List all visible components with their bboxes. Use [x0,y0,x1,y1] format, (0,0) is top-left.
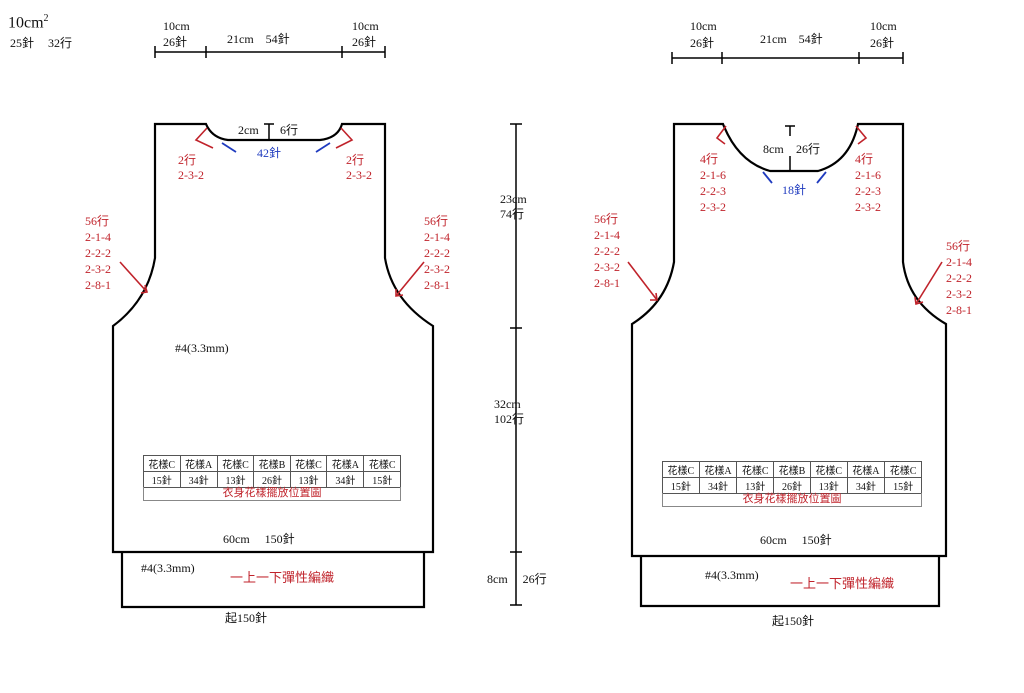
pattern-header: 花樣C [289,455,328,472]
front-pattern-caption: 衣身花樣擺放位置圖 [143,487,401,501]
pattern-header: 花樣C [736,461,775,478]
back-rib-needle: #4(3.3mm) [705,568,759,582]
back-shoulder-left-cm: 10cm [690,19,717,33]
back-neck-width: 21cm 54針 [760,32,823,46]
pattern-count: 13針 [216,471,255,488]
pattern-count: 13針 [736,477,775,494]
pattern-header: 花樣C [216,455,255,472]
back-neck-blue-ticks [762,171,827,184]
pattern-header: 花樣A [846,461,886,478]
front-neck-red-marks [194,127,354,149]
pattern-header: 花樣A [326,455,365,472]
front-rib-outline [120,552,426,609]
front-pattern-table: 花樣C 花樣A 花樣C 花樣B 花樣C 花樣A 花樣C 15針 34針 13針 … [143,455,401,488]
pattern-header: 花樣B [773,461,811,478]
pattern-count: 13針 [809,477,848,494]
pattern-header: 花樣C [884,461,922,478]
pattern-header: 花樣B [253,455,291,472]
pattern-count: 34針 [846,477,886,494]
back-width: 60cm 150針 [760,533,832,547]
front-needle-size: #4(3.3mm) [175,341,229,355]
front-shoulder-right-cm: 10cm [352,19,379,33]
back-shoulder-right-cm: 10cm [870,19,897,33]
front-shoulder-left-sts: 26針 [163,35,188,49]
pattern-header: 花樣C [143,455,181,472]
front-rib-needle: #4(3.3mm) [141,561,195,575]
front-armhole-arrows [119,261,425,297]
pattern-count: 26針 [773,477,811,494]
front-neck-width: 21cm 54針 [227,32,290,46]
pattern-count: 15針 [662,477,700,494]
back-shoulder-left-sts: 26針 [690,36,715,50]
pattern-header: 花樣C [809,461,848,478]
pattern-header: 花樣C [363,455,401,472]
front-shoulder-left-cm: 10cm [163,19,190,33]
front-shoulder-right-sts: 26針 [352,35,377,49]
pattern-header: 花樣C [662,461,700,478]
top-dimension-left-piece [154,46,386,58]
front-neck-marker [264,123,274,140]
back-neck-marker [785,125,795,171]
back-cast-on: 起150針 [772,614,815,628]
rib-height: 8cm 26行 [487,572,547,586]
pattern-count: 15針 [363,471,401,488]
pattern-count: 13針 [289,471,328,488]
front-body-outline [111,122,435,554]
back-body-outline [630,122,948,558]
front-rib-label: 一上一下彈性編織 [230,570,335,585]
top-dimension-right-piece [671,52,904,64]
back-shoulder-right-sts: 26針 [870,36,895,50]
vertical-dimension-line [510,123,522,606]
gauge-area: 10cm2 [8,13,49,32]
pattern-count: 15針 [143,471,181,488]
pattern-count: 15針 [884,477,922,494]
back-pattern-caption: 衣身花樣擺放位置圖 [662,493,922,507]
front-neck-depth-cm: 2cm [238,123,259,137]
back-pattern-table: 花樣C 花樣A 花樣C 花樣B 花樣C 花樣A 花樣C 15針 34針 13針 … [662,461,922,494]
front-neck-stitches: 42針 [257,146,282,160]
pattern-header: 花樣A [698,461,738,478]
gauge-stitches: 25針 [10,36,35,50]
back-rib-label: 一上一下彈性編織 [790,576,895,591]
back-neck-stitches: 18針 [782,183,807,197]
front-width: 60cm 150針 [223,532,295,546]
back-neck-red-marks [715,125,868,145]
back-armhole-arrows [627,261,943,306]
back-neck-depth-cm: 8cm [763,142,784,156]
pattern-count: 34針 [326,471,365,488]
front-neck-blue-ticks [221,142,331,153]
pattern-count: 34針 [698,477,738,494]
back-rib-outline [639,556,941,608]
pattern-count: 34針 [179,471,218,488]
front-cast-on: 起150針 [225,611,268,625]
pattern-count: 26針 [253,471,291,488]
gauge-rows: 32行 [48,36,73,50]
back-neck-depth-rows: 26行 [796,142,821,156]
front-neck-depth-rows: 6行 [280,123,299,137]
pattern-header: 花樣A [179,455,218,472]
